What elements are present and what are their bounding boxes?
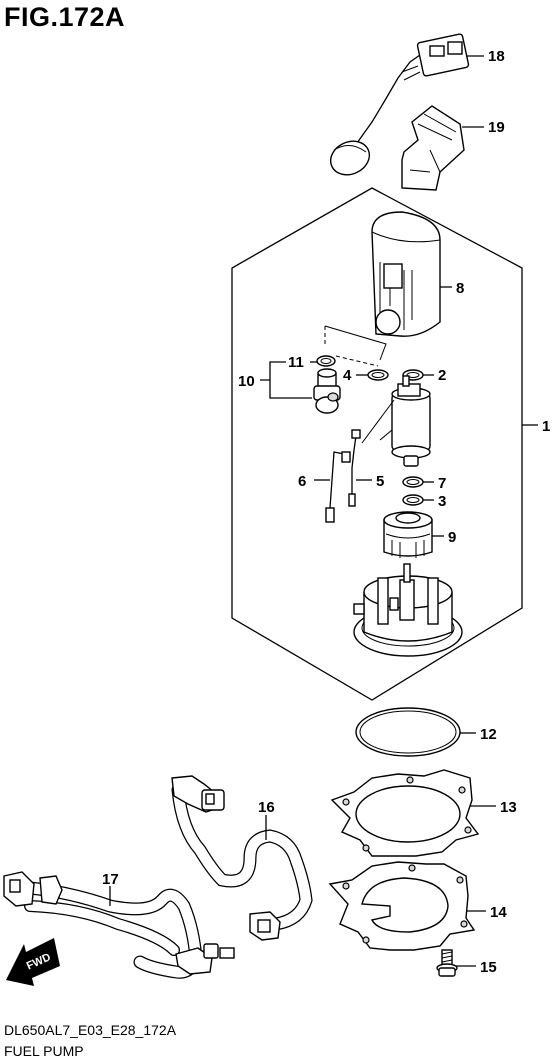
fuel-hose-16 <box>171 775 313 941</box>
retaining-plate <box>330 769 480 857</box>
fuel-hose-17 <box>3 871 235 979</box>
flange-bolt <box>436 949 458 977</box>
callout-11: 11 <box>288 354 304 371</box>
figure-code: DL650AL7_E03_E28_172A <box>4 1022 177 1038</box>
callout-16: 16 <box>258 799 275 816</box>
callout-10: 10 <box>238 373 255 390</box>
lead-wire-5 <box>348 429 361 507</box>
figure-title: FIG.172A <box>4 2 126 32</box>
assembly-outline <box>231 187 523 701</box>
callout-12: 12 <box>480 726 497 743</box>
callout-3: 3 <box>438 493 446 510</box>
callout-6: 6 <box>298 473 306 490</box>
bracket-clip <box>401 105 484 191</box>
callout-7: 7 <box>438 475 446 492</box>
callout-17: 17 <box>102 871 119 888</box>
callout-1: 1 <box>542 418 550 435</box>
fuel-level-sender <box>329 33 484 176</box>
lead-wire-6 <box>325 451 351 523</box>
callout-2: 2 <box>438 367 446 384</box>
figure-name: FUEL PUMP <box>4 1043 84 1059</box>
callout-15: 15 <box>480 959 497 976</box>
callout-8: 8 <box>456 280 464 297</box>
fuel-filter <box>371 211 452 337</box>
callout-14: 14 <box>490 904 507 921</box>
o-ring-7 <box>402 476 424 488</box>
callout-18: 18 <box>488 48 505 65</box>
callout-4: 4 <box>343 367 352 384</box>
pump-case <box>353 563 463 657</box>
plate-gasket <box>328 861 476 951</box>
callout-5: 5 <box>376 473 384 490</box>
pressure-regulator <box>313 368 341 414</box>
fuel-pump-motor <box>391 375 431 467</box>
callout-13: 13 <box>500 799 517 816</box>
forward-direction-arrow: FWD <box>6 938 60 986</box>
o-ring-4 <box>367 369 389 381</box>
pump-holder <box>383 511 433 558</box>
callout-9: 9 <box>448 529 456 546</box>
gasket-o-ring <box>355 707 461 757</box>
callout-19: 19 <box>488 119 505 136</box>
o-ring-11 <box>316 355 336 367</box>
o-ring-3 <box>402 494 424 506</box>
